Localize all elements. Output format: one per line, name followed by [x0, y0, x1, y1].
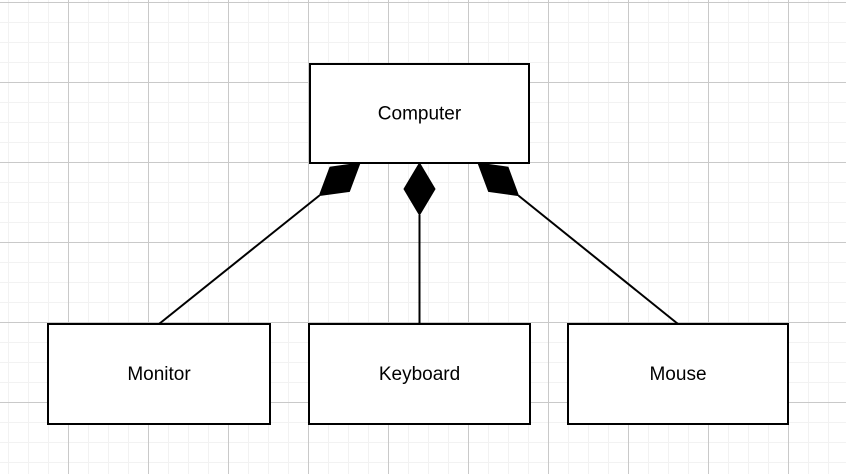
node-computer[interactable]: Computer	[309, 63, 530, 164]
edge-computer-keyboard[interactable]	[403, 162, 436, 324]
composition-diamond-keyboard-icon	[403, 162, 436, 216]
composition-diamond-monitor-icon	[318, 162, 361, 197]
node-mouse[interactable]: Mouse	[567, 323, 789, 425]
node-mouse-box[interactable]	[567, 323, 789, 425]
node-computer-box[interactable]	[309, 63, 530, 164]
node-computer-label: Computer	[378, 104, 462, 125]
composition-diamond-mouse-icon	[477, 162, 520, 197]
edge-computer-mouse-line[interactable]	[517, 194, 679, 325]
edge-computer-mouse[interactable]	[477, 162, 679, 325]
node-monitor[interactable]: Monitor	[47, 323, 271, 425]
edge-computer-monitor[interactable]	[158, 162, 361, 325]
node-mouse-label: Mouse	[649, 364, 706, 385]
node-keyboard[interactable]: Keyboard	[308, 323, 531, 425]
node-monitor-label: Monitor	[127, 364, 191, 385]
node-keyboard-box[interactable]	[308, 323, 531, 425]
node-monitor-box[interactable]	[47, 323, 271, 425]
edge-computer-monitor-line[interactable]	[158, 194, 321, 325]
node-keyboard-label: Keyboard	[379, 364, 460, 385]
